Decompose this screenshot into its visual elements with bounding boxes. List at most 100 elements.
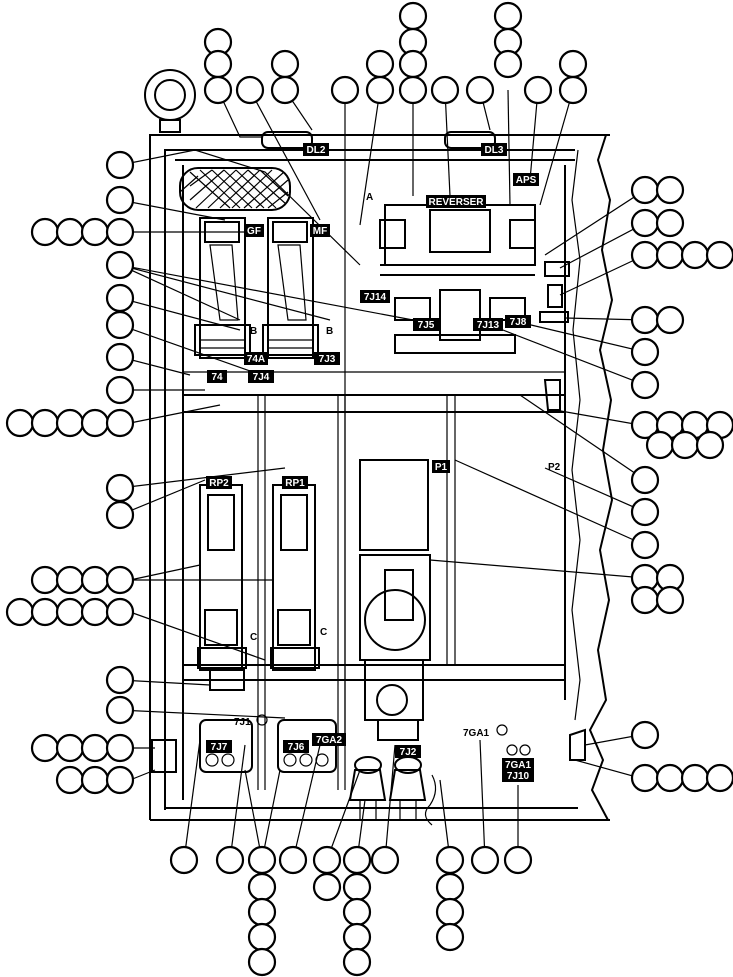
callout-circle	[630, 497, 660, 527]
callout-circle	[105, 500, 135, 530]
callout-blobs	[5, 1, 733, 977]
svg-text:7J2: 7J2	[400, 747, 417, 758]
callout-circle	[558, 49, 588, 79]
callout-circle	[55, 565, 85, 595]
callout-circle	[342, 947, 372, 977]
callout-circle	[630, 370, 660, 400]
callout-circle	[430, 75, 460, 105]
svg-text:7J7: 7J7	[211, 742, 228, 753]
svg-text:7GA2: 7GA2	[316, 735, 343, 746]
label-7j6: 7J6	[283, 740, 309, 753]
contactors-top	[194, 217, 319, 359]
label-7j5: 7J5	[413, 318, 439, 331]
callout-circle	[655, 585, 685, 615]
label-7ga1-7j10: 7GA1 7J10	[502, 758, 534, 782]
callout-circle	[105, 473, 135, 503]
callout-circle	[105, 310, 135, 340]
callout-circle	[247, 845, 277, 875]
label-74a: 74A	[244, 352, 268, 365]
callout-circle	[435, 922, 465, 952]
label-gf: GF	[244, 224, 264, 237]
callout-circle	[270, 75, 300, 105]
callout-circle	[55, 733, 85, 763]
label-7j2: 7J2	[395, 745, 421, 758]
cable-gland	[151, 739, 177, 773]
callout-circle	[247, 922, 277, 952]
callout-circle	[680, 240, 710, 270]
callout-circle	[80, 765, 110, 795]
callout-circle	[312, 845, 342, 875]
callout-circle	[365, 49, 395, 79]
callout-circle	[630, 465, 660, 495]
svg-text:RP1: RP1	[285, 478, 305, 489]
label-c-left: C	[250, 632, 257, 643]
svg-text:APS: APS	[516, 175, 537, 186]
callout-circle	[398, 49, 428, 79]
label-7j14: 7J14	[360, 290, 390, 303]
svg-text:DL2: DL2	[307, 145, 326, 156]
callout-circle	[342, 845, 372, 875]
callout-circle	[105, 283, 135, 313]
callout-circle	[630, 208, 660, 238]
callout-circle	[330, 75, 360, 105]
callout-circle	[558, 75, 588, 105]
callout-circle	[30, 408, 60, 438]
label-mf: MF	[310, 224, 330, 237]
callout-circle	[247, 947, 277, 977]
callout-circle	[630, 337, 660, 367]
svg-text:MF: MF	[313, 226, 327, 237]
callout-circle	[105, 150, 135, 180]
svg-text:P1: P1	[435, 462, 448, 473]
label-74: 74	[207, 370, 227, 383]
callout-circle	[630, 720, 660, 750]
callout-circle	[105, 765, 135, 795]
lifting-eye	[144, 69, 196, 133]
label-p1: P1	[432, 460, 450, 473]
callout-circle	[5, 597, 35, 627]
callout-circle	[55, 765, 85, 795]
label-b-right: B	[326, 326, 333, 337]
callout-circle	[680, 763, 710, 793]
callout-circle	[365, 75, 395, 105]
callout-circle	[30, 565, 60, 595]
svg-text:DL3: DL3	[485, 145, 504, 156]
callout-circle	[203, 49, 233, 79]
callout-circle	[247, 872, 277, 902]
callout-circle	[203, 75, 233, 105]
svg-text:7GA1: 7GA1	[505, 760, 532, 771]
callout-circle	[465, 75, 495, 105]
callout-circle	[670, 430, 700, 460]
callout-circle	[55, 408, 85, 438]
callout-circle	[105, 185, 135, 215]
callout-circle	[695, 430, 725, 460]
callout-circle	[105, 565, 135, 595]
callout-circle	[169, 845, 199, 875]
callout-circle	[705, 763, 733, 793]
callout-circle	[342, 922, 372, 952]
label-rp1: RP1	[282, 476, 308, 489]
label-7ga2: 7GA2	[312, 733, 346, 746]
callout-circle	[5, 408, 35, 438]
callout-circle	[523, 75, 553, 105]
callout-circle	[278, 845, 308, 875]
svg-text:7J4: 7J4	[253, 372, 270, 383]
callout-circle	[55, 217, 85, 247]
label-7j8: 7J8	[505, 315, 531, 328]
callout-circle	[105, 695, 135, 725]
callout-circle	[80, 408, 110, 438]
callout-circle	[655, 175, 685, 205]
label-a: A	[366, 192, 373, 203]
callout-circle	[435, 872, 465, 902]
callout-circle	[30, 217, 60, 247]
callout-circle	[270, 49, 300, 79]
callout-circle	[105, 597, 135, 627]
label-7j7: 7J7	[206, 740, 232, 753]
callout-circle	[105, 375, 135, 405]
callout-circle	[630, 763, 660, 793]
callout-circle	[30, 597, 60, 627]
svg-text:7J10: 7J10	[507, 771, 530, 782]
label-reverser: REVERSER	[426, 195, 486, 208]
svg-text:GF: GF	[247, 226, 261, 237]
callout-circle	[105, 665, 135, 695]
svg-text:7J5: 7J5	[418, 320, 435, 331]
